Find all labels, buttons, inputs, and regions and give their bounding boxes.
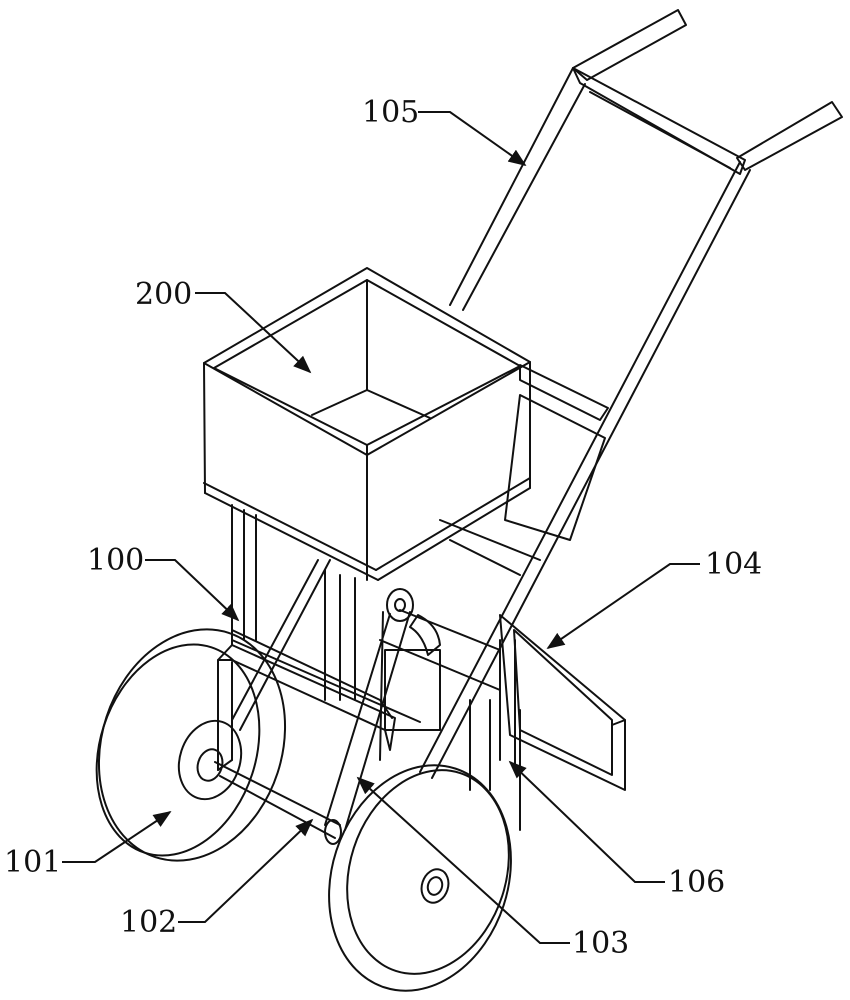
leader-axle [178, 818, 314, 923]
leader-bracket [546, 563, 700, 650]
hopper-box [203, 267, 531, 581]
label-axle: 102 [120, 905, 177, 940]
label-frame: 100 [87, 543, 144, 578]
label-handle: 105 [362, 95, 419, 130]
leader-lines [62, 111, 700, 944]
label-chain: 103 [572, 926, 629, 961]
leader-hopper [195, 292, 312, 374]
rear-bracket [499, 614, 626, 791]
main-frame [217, 504, 501, 771]
label-hopper: 200 [135, 277, 192, 312]
leader-support [508, 760, 665, 883]
handle-assembly [419, 9, 843, 779]
leader-chain [356, 776, 570, 944]
right-wheel [328, 764, 512, 992]
leader-handle [418, 111, 527, 167]
left-wheel [95, 628, 287, 862]
label-bracket: 104 [705, 547, 762, 582]
label-wheel: 101 [4, 845, 61, 880]
label-support: 106 [668, 865, 725, 900]
axle [214, 761, 342, 845]
leader-wheel [62, 811, 172, 863]
chain-drive [324, 588, 414, 831]
leader-frame [145, 559, 240, 622]
